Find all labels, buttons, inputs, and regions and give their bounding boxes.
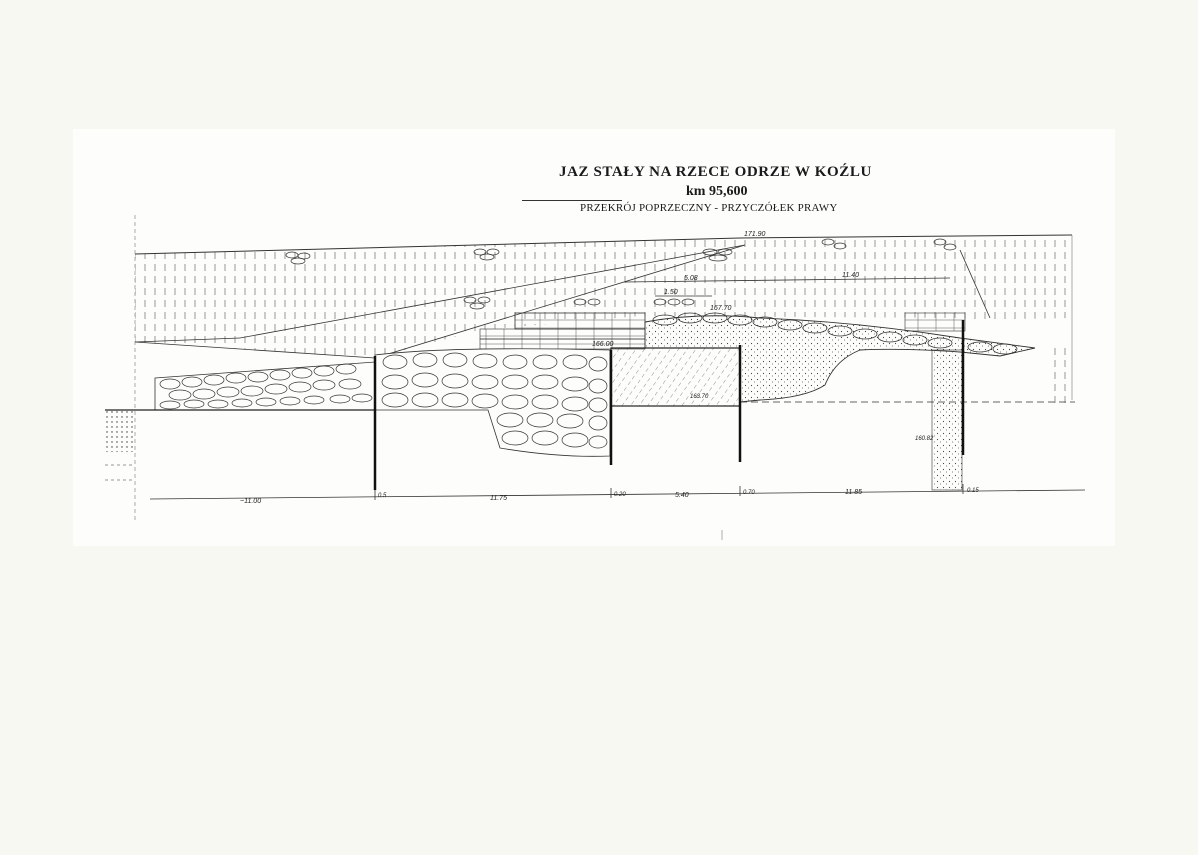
backfill-hatching <box>134 215 1073 520</box>
masonry-steps <box>479 312 966 350</box>
elevation-labels: 171.90 167.70 166.00 163.70 160.82 <box>592 231 934 442</box>
dimension-bottom-2: 0.5 <box>378 493 387 499</box>
stone-symbols <box>285 238 957 310</box>
dimension-bottom-4: 0.20 <box>614 492 626 498</box>
elevation-pile-tip: 160.82 <box>915 436 934 442</box>
elevation-base: 163.70 <box>690 394 709 400</box>
dimension-bottom-3: 11.75 <box>490 495 507 502</box>
dimension-bottom-1: ~11.00 <box>240 498 261 505</box>
dimension-bottom-6: 0.70 <box>743 490 755 496</box>
elevation-pier: 167.70 <box>710 305 732 312</box>
dimension-top-3: 1.50 <box>664 289 678 296</box>
elevation-crest: 166.00 <box>592 341 614 348</box>
dimension-top-1: 5.08 <box>684 275 698 282</box>
rubble-fill <box>154 348 611 457</box>
dimension-bottom-8: 0.15 <box>967 488 979 494</box>
elevation-top: 171.90 <box>744 231 766 238</box>
dimension-bottom-5: 5.40 <box>675 492 689 499</box>
dimension-bottom-7: 11.85 <box>845 489 862 496</box>
dimension-top-2: 11.40 <box>842 272 859 279</box>
weir-body <box>610 347 741 407</box>
sheet-piles <box>373 320 965 490</box>
dimension-labels: 5.08 11.40 1.50 ~11.00 0.5 11.75 0.20 5.… <box>240 272 979 505</box>
ground-line <box>105 345 1075 491</box>
dimension-lines <box>149 277 1086 540</box>
